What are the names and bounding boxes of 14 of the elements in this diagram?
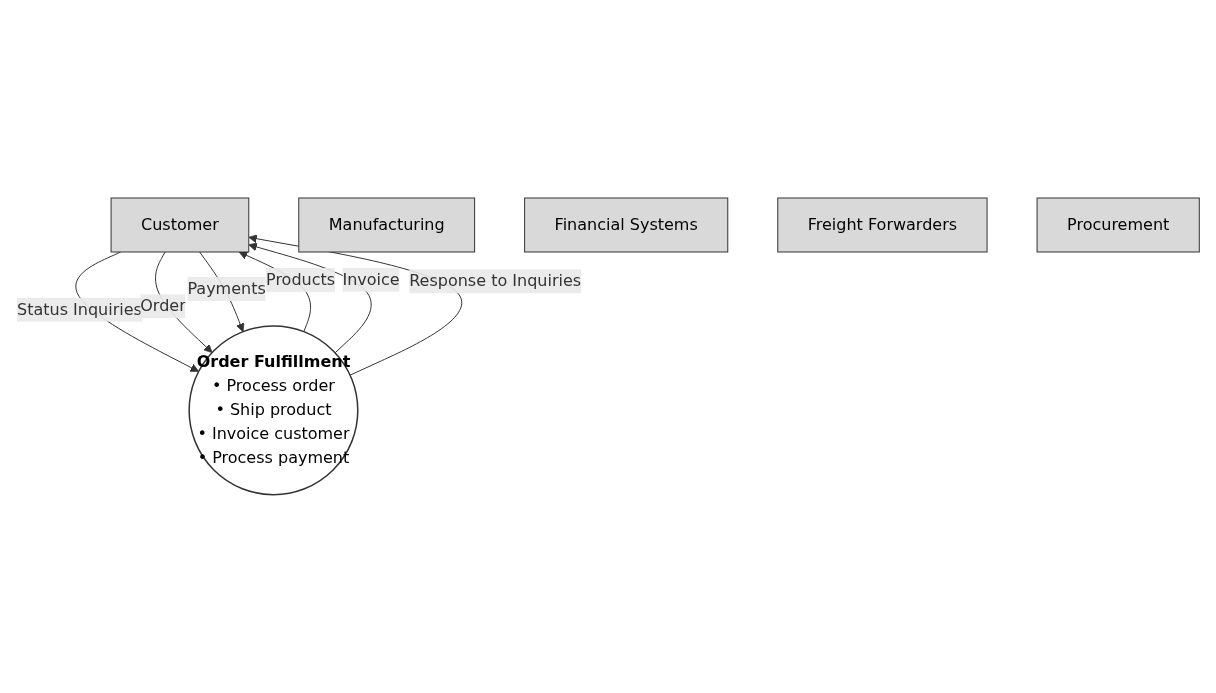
edge-label: Response to Inquiries [409, 271, 581, 291]
arrow [248, 242, 372, 354]
arrow [248, 234, 462, 376]
node-box: Financial Systems [523, 197, 729, 253]
edge-label: Invoice [342, 269, 400, 289]
node-box: Customer [110, 197, 250, 253]
edge-label: Status Inquiries [16, 299, 142, 319]
edge-label: Products [265, 270, 335, 290]
edge-label: Payments [187, 279, 266, 299]
arrow [75, 251, 199, 373]
node-box: Manufacturing [298, 197, 475, 253]
node-box: Freight Forwarders [777, 197, 988, 253]
node-box: Procurement [1036, 197, 1200, 253]
edge-label: Order [140, 296, 186, 316]
